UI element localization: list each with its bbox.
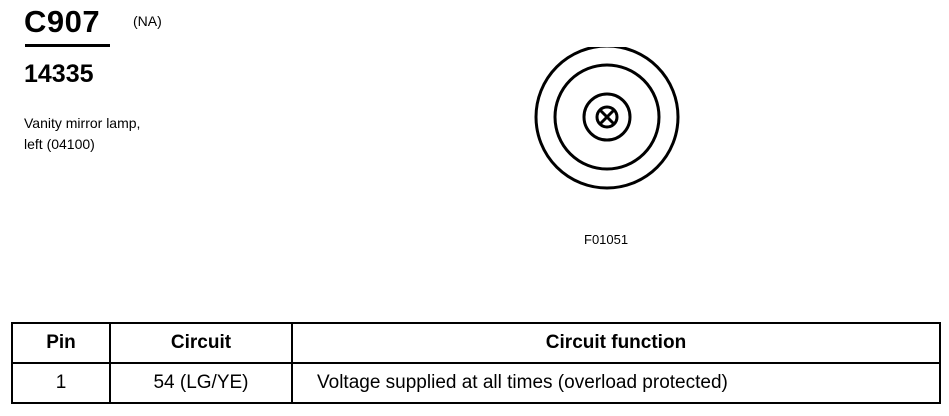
- pin-table-header-row: Pin Circuit Circuit function: [11, 322, 941, 364]
- figure-code: F01051: [584, 232, 629, 247]
- connector-id: C907: [24, 4, 101, 39]
- cell-circuit-function: Voltage supplied at all times (overload …: [291, 362, 941, 404]
- connector-face-icon: [534, 47, 680, 190]
- market-code: (NA): [133, 13, 162, 29]
- terminal-pin: [595, 105, 619, 129]
- cell-pin: 1: [11, 362, 111, 404]
- terminal-cross-b: [598, 108, 616, 126]
- pin-table: Pin Circuit Circuit function 1 54 (LG/YE…: [11, 322, 941, 404]
- cell-circuit: 54 (LG/YE): [109, 362, 293, 404]
- inner-ring: [553, 63, 661, 171]
- title-underline: [25, 44, 110, 47]
- description-line-2: left (04100): [24, 136, 95, 152]
- table-row: 1 54 (LG/YE) Voltage supplied at all tim…: [11, 362, 941, 404]
- header-circuit-function: Circuit function: [291, 322, 941, 364]
- description-line-1: Vanity mirror lamp,: [24, 115, 141, 131]
- connector-description: Vanity mirror lamp, left (04100): [24, 113, 140, 155]
- outer-ring: [534, 47, 680, 190]
- header-pin: Pin: [11, 322, 111, 364]
- terminal-ring: [582, 92, 632, 142]
- header-circuit: Circuit: [109, 322, 293, 364]
- part-number: 14335: [24, 60, 94, 88]
